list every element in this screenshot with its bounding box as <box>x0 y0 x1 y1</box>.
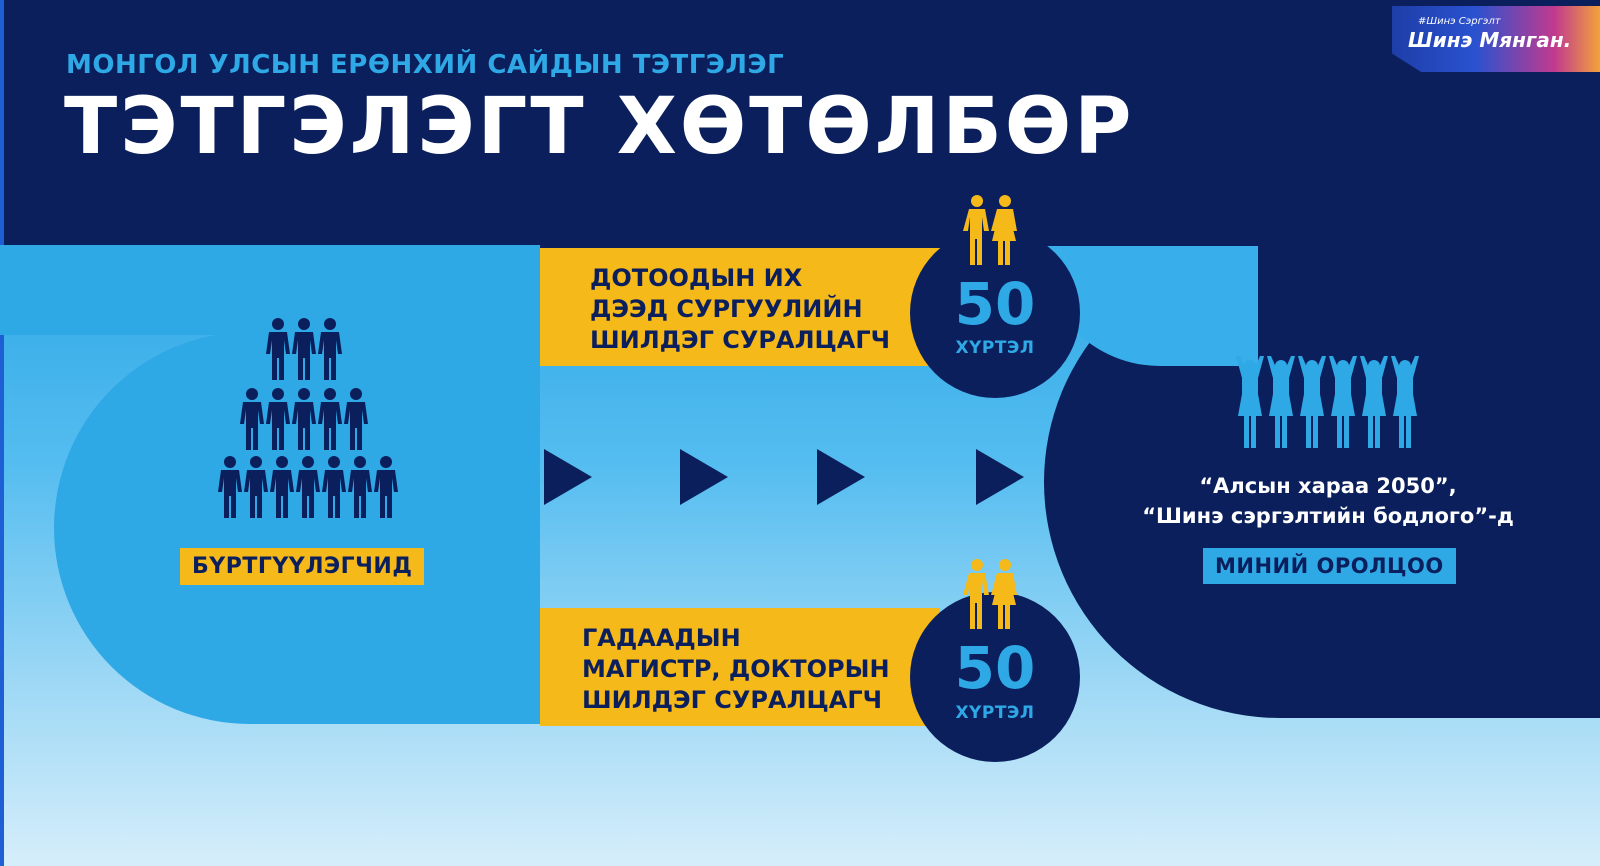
left-pill-shape <box>54 332 540 724</box>
flow-arrow-icon <box>976 449 1024 505</box>
track-line: ДЭЭД СУРГУУЛИЙН <box>590 295 863 323</box>
header-background <box>0 0 1600 250</box>
flow-arrow-icon <box>544 449 592 505</box>
crowd-pyramid-icon <box>218 318 398 518</box>
track-line: МАГИСТР, ДОКТОРЫН <box>582 655 890 683</box>
left-edge-stripe <box>0 0 4 866</box>
track-box-domestic <box>540 248 940 366</box>
participation-label: МИНИЙ ОРОЛЦОО <box>1203 548 1456 584</box>
vision-quote-line2: “Шинэ сэргэлтийн бодлого”-д <box>1142 504 1514 528</box>
track-line: ШИЛДЭГ СУРАЛЦАГЧ <box>582 686 883 714</box>
count-label-foreign: ХҮРТЭЛ <box>955 703 1035 723</box>
count-circle-foreign <box>910 592 1080 762</box>
cheering-people-icon <box>1236 356 1419 448</box>
count-number-domestic: 50 <box>954 270 1036 338</box>
logo-name: Шинэ Мянган. <box>1408 28 1572 52</box>
page-title: ТЭТГЭЛЭГТ ХӨТӨЛБӨР <box>64 82 1135 172</box>
track-line: ДОТООДЫН ИХ <box>590 264 803 292</box>
track-text-foreign: ГАДААДЫН МАГИСТР, ДОКТОРЫН ШИЛДЭГ СУРАЛЦ… <box>582 623 890 716</box>
track-line: ГАДААДЫН <box>582 624 741 652</box>
student-pair-icon <box>963 559 1017 629</box>
count-number-foreign: 50 <box>954 634 1036 702</box>
count-label-domestic: ХҮРТЭЛ <box>955 338 1035 358</box>
page-subtitle: МОНГОЛ УЛСЫН ЕРӨНХИЙ САЙДЫН ТЭТГЭЛЭГ <box>66 50 785 80</box>
logo-tagline: #Шинэ Сэргэлт <box>1418 16 1501 27</box>
left-top-band <box>0 245 540 335</box>
vision-quote-line1: “Алсын хараа 2050”, <box>1199 474 1457 498</box>
track-line: ШИЛДЭГ СУРАЛЦАГЧ <box>590 326 891 354</box>
flow-arrow-icon <box>680 449 728 505</box>
track-text-domestic: ДОТООДЫН ИХ ДЭЭД СУРГУУЛИЙН ШИЛДЭГ СУРАЛ… <box>590 263 890 356</box>
registrants-label: БҮРТГҮҮЛЭГЧИД <box>180 548 425 585</box>
count-circle-domestic <box>910 228 1080 398</box>
brand-logo <box>1392 6 1600 72</box>
flow-arrow-icon <box>817 449 865 505</box>
student-pair-icon <box>963 195 1017 265</box>
track-box-foreign <box>540 608 940 726</box>
